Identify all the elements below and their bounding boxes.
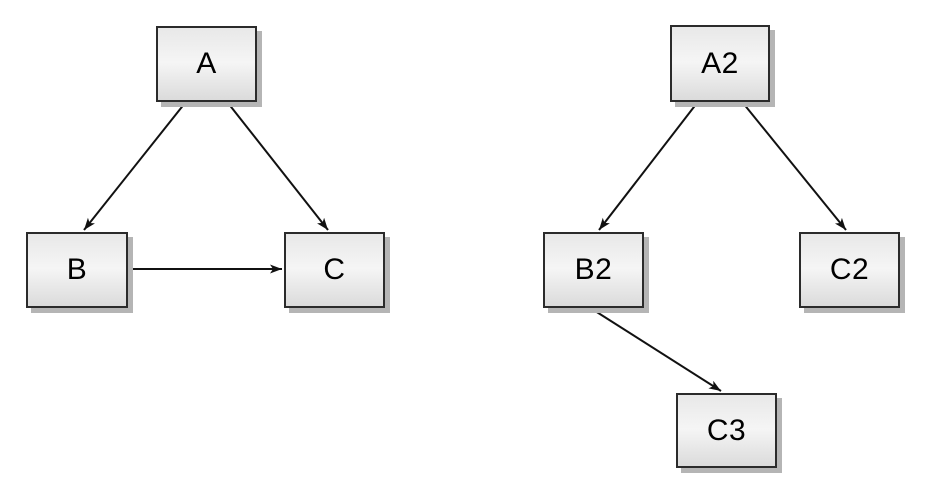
node-C2: C2	[799, 232, 900, 308]
node-B: B	[26, 232, 128, 308]
edge-A2-to-B2	[598, 102, 698, 231]
node-C: C	[284, 232, 385, 308]
node-label-A: A	[196, 47, 217, 80]
node-label-A2: A2	[701, 46, 739, 80]
node-label-C: C	[323, 253, 346, 286]
node-label-C3: C3	[706, 413, 747, 447]
edge-A2-to-C2	[742, 102, 847, 231]
node-B2: B2	[543, 232, 644, 308]
edge-A-to-C	[227, 102, 329, 231]
edge-A-to-B	[83, 102, 186, 231]
node-label-C2: C2	[829, 253, 870, 286]
node-C3: C3	[676, 393, 777, 468]
node-A: A	[156, 26, 257, 102]
edge-B2-to-C3	[591, 308, 722, 392]
node-label-B: B	[66, 253, 88, 286]
node-label-B2: B2	[574, 253, 613, 286]
node-A2: A2	[670, 25, 770, 102]
